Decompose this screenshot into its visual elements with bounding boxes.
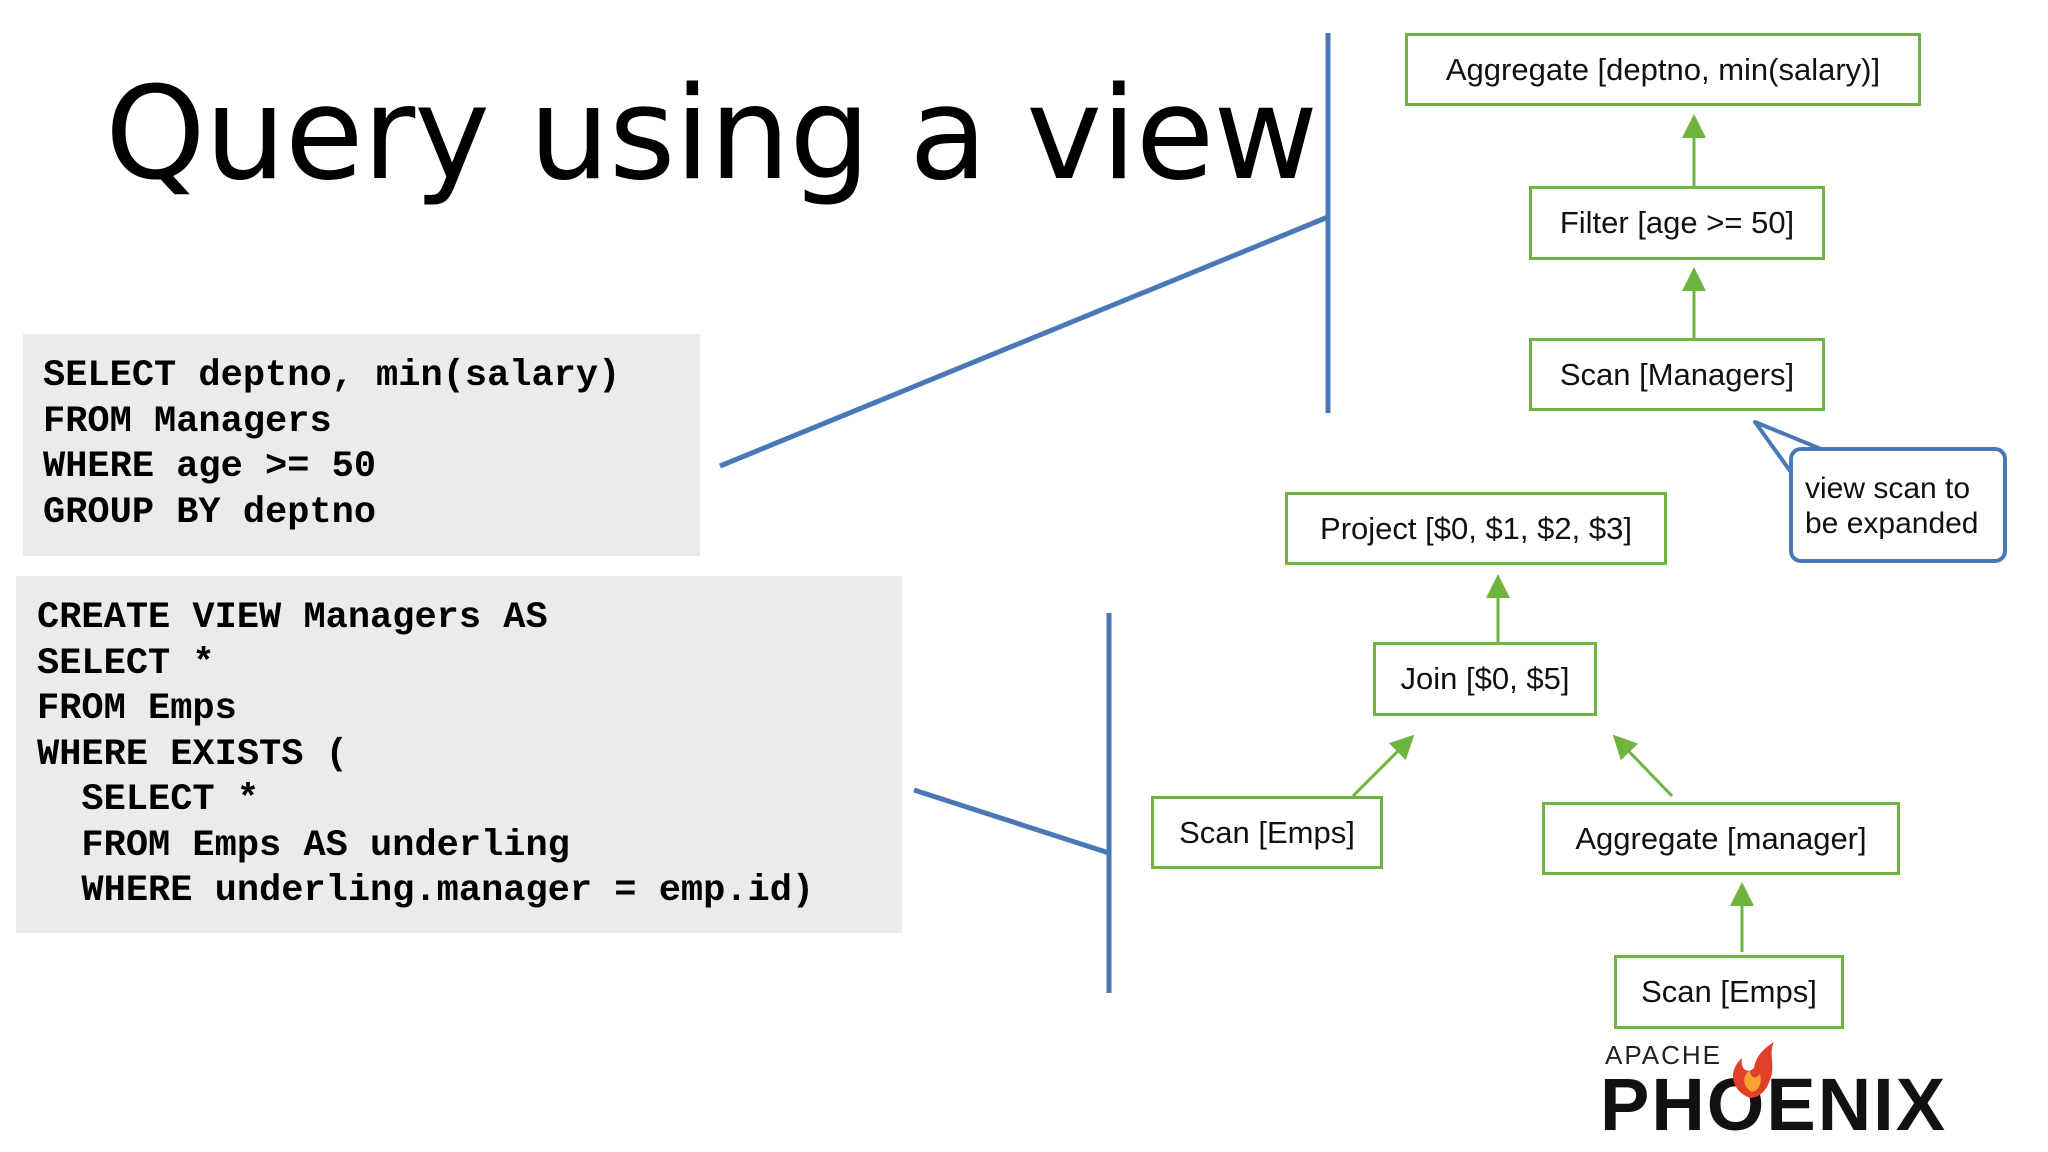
code-line: WHERE age >= 50 <box>43 446 377 488</box>
query-code-block: SELECT deptno, min(salary) FROM Managers… <box>23 334 700 556</box>
code-line: SELECT * <box>37 779 260 821</box>
code-line: FROM Managers <box>43 400 332 443</box>
query-connector-line <box>719 214 1329 469</box>
logo-apache-text: APACHE <box>1605 1040 1722 1070</box>
node-label: Filter [age >= 50] <box>1559 205 1795 240</box>
plan-node-aggregate-manager: Aggregate [manager] <box>1542 802 1900 875</box>
plan-node-scan-managers: Scan [Managers] <box>1529 338 1825 411</box>
phoenix-flame-icon <box>1732 1042 1774 1098</box>
node-label: Scan [Emps] <box>1641 974 1817 1009</box>
apache-phoenix-logo: APACHE PHOENIX <box>1600 1040 2040 1145</box>
code-line: SELECT deptno, min(salary) <box>43 355 621 397</box>
node-label: Scan [Managers] <box>1559 356 1795 392</box>
arrow-aggregate-to-join <box>1612 734 1674 798</box>
node-label: Join [$0, $5] <box>1400 661 1570 696</box>
node-label: Scan [Emps] <box>1179 814 1355 850</box>
node-label: Aggregate [deptno, min(salary)] <box>1445 51 1881 87</box>
code-line: FROM Emps <box>37 688 237 730</box>
node-label: Project [$0, $1, $2, $3] <box>1320 510 1632 546</box>
code-line: GROUP BY deptno <box>43 491 377 534</box>
plan-node-project: Project [$0, $1, $2, $3] <box>1285 492 1667 565</box>
code-line: FROM Emps AS underling <box>37 824 570 867</box>
slide-title: Query using a view <box>105 60 1318 209</box>
code-line: WHERE underling.manager = emp.id) <box>37 870 815 912</box>
plan-node-join: Join [$0, $5] <box>1373 642 1597 716</box>
logo-phoenix-text: PHOENIX <box>1600 1063 1948 1146</box>
view-code-block: CREATE VIEW Managers AS SELECT * FROM Em… <box>16 576 902 933</box>
callout-line: be expanded <box>1805 507 1979 540</box>
arrow-scan-to-join <box>1351 734 1415 798</box>
callout-line: view scan to <box>1805 472 1971 505</box>
node-label: Aggregate [manager] <box>1575 820 1867 856</box>
code-line: SELECT * <box>37 642 215 685</box>
code-line: CREATE VIEW Managers AS <box>37 597 548 639</box>
view-scan-callout: view scan to be expanded <box>1789 447 2007 563</box>
code-line: WHERE EXISTS ( <box>37 733 348 776</box>
view-connector-line <box>913 787 1110 856</box>
plan-node-scan-emps-left: Scan [Emps] <box>1151 796 1383 869</box>
plan-node-filter: Filter [age >= 50] <box>1529 186 1825 260</box>
plan-node-aggregate: Aggregate [deptno, min(salary)] <box>1405 33 1921 106</box>
plan-node-scan-emps-right: Scan [Emps] <box>1614 955 1844 1029</box>
